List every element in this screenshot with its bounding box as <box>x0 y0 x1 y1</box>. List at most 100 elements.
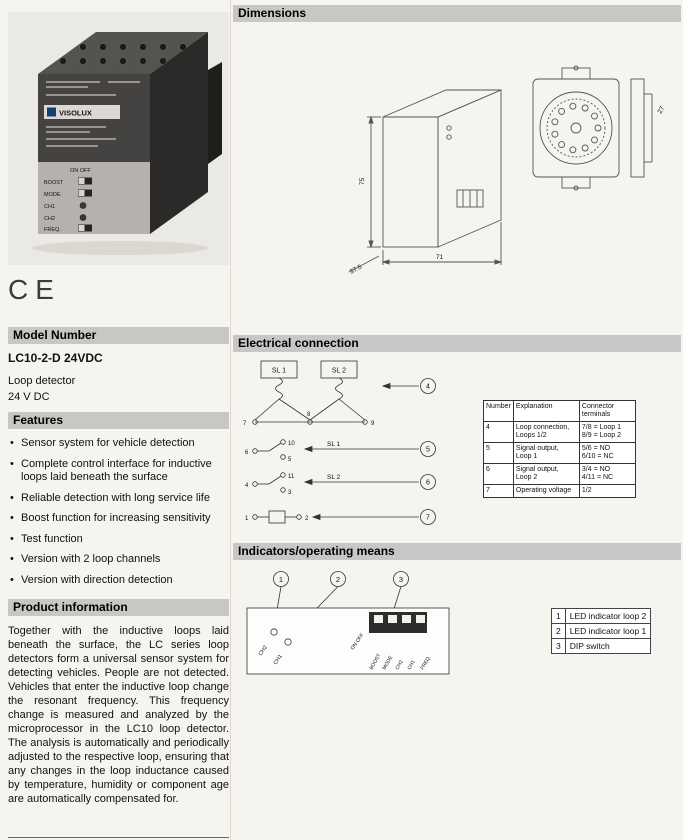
operating-panel <box>38 162 150 234</box>
panel-label-ch2: CH2 <box>44 216 55 222</box>
product-photo-illustration: VISOLUX ON OFF BOOST MODE CH1 CH2 FREQ. <box>8 12 229 265</box>
loop1-box-label: SL 1 <box>272 368 286 375</box>
table-row: 7 Operating voltage 1/2 <box>483 484 636 498</box>
dim-socket-label: 27 <box>657 105 667 115</box>
cell-number: 6 <box>483 463 514 485</box>
terminal-3: 3 <box>288 490 292 496</box>
product-info-header: Product information <box>8 599 229 616</box>
dimensions-section: 75 71 37.5 27 <box>233 22 681 320</box>
footer-rule <box>8 837 229 838</box>
terminal-6: 6 <box>245 450 249 456</box>
led1-label: CH1 <box>273 654 284 666</box>
model-supply: 24 V DC <box>8 391 50 403</box>
dip-toggle-3 <box>402 615 411 623</box>
terminal-1: 1 <box>245 516 249 522</box>
ch2-led <box>79 214 87 221</box>
brand-logo-icon <box>47 107 56 117</box>
cell-number: 7 <box>483 484 514 498</box>
dip-label-ch2: CH2 <box>395 659 405 671</box>
callout-1: 1 <box>279 575 283 584</box>
table-row: 5 Signal output, Loop 1 5/6 = NO 6/10 = … <box>483 442 636 464</box>
dimensions-header: Dimensions <box>233 5 681 22</box>
col-number: Number <box>483 400 514 422</box>
feature-item: Test function <box>8 533 229 547</box>
legend-label: LED indicator loop 1 <box>564 623 652 639</box>
led2-label: CH2 <box>258 645 269 657</box>
mode-switch <box>78 189 92 197</box>
terminal-screws <box>59 43 187 65</box>
terminal-11: 11 <box>288 474 295 480</box>
panel-label-boost: BOOST <box>44 180 64 186</box>
legend-label: DIP switch <box>564 638 652 654</box>
brand-strip <box>44 105 120 119</box>
panel-on-off-label: ON OFF <box>70 168 91 174</box>
callout-6: 6 <box>426 480 430 487</box>
switch2-label: SL 2 <box>327 474 341 481</box>
features-header: Features <box>8 412 229 429</box>
dim-depth-label: 71 <box>436 254 444 261</box>
freq-switch <box>78 224 92 232</box>
dip-label-ch1: CH1 <box>407 659 417 671</box>
panel-label-mode: MODE <box>44 192 61 198</box>
terminal-8: 8 <box>307 412 311 418</box>
cell-number: 4 <box>483 421 514 443</box>
terminal-2: 2 <box>305 516 309 522</box>
indicators-diagram: 1 2 3 CH2 CH1 ON OFF BOOST MODE CH2 CH1 … <box>246 571 450 675</box>
callout-3: 3 <box>399 575 403 584</box>
cell-terminals: 5/6 = NO 6/10 = NC <box>578 442 636 464</box>
product-info-text: Together with the inductive loops laid b… <box>8 625 229 805</box>
table-header-row: Number Explanation Connector terminals <box>483 400 636 422</box>
connection-table: Number Explanation Connector terminals 4… <box>483 400 636 498</box>
col-terminals: Connector terminals <box>578 400 636 422</box>
dip-switch-body <box>369 612 427 633</box>
dimensions-drawing: 75 71 37.5 27 <box>349 65 667 276</box>
dip-toggle-4 <box>416 615 425 623</box>
indicators-section: 1 2 3 CH2 CH1 ON OFF BOOST MODE CH2 CH1 … <box>233 560 681 830</box>
dip-toggle-2 <box>388 615 397 623</box>
terminal-10: 10 <box>288 441 295 447</box>
cell-explanation: Loop connection, Loops 1/2 <box>512 421 580 443</box>
brand-label: VISOLUX <box>59 109 92 118</box>
model-number-header: Model Number <box>8 327 229 344</box>
table-row: 6 Signal output, Loop 2 3/4 = NO 4/11 = … <box>483 463 636 485</box>
product-photo: VISOLUX ON OFF BOOST MODE CH1 CH2 FREQ. <box>8 12 229 265</box>
dip-toggle-1 <box>374 615 383 623</box>
legend-number: 3 <box>551 638 566 654</box>
legend-row: 3 DIP switch <box>551 638 652 654</box>
col-explanation: Explanation <box>512 400 580 422</box>
front-print-lines <box>46 81 140 147</box>
boost-switch <box>78 177 92 185</box>
indicators-header: Indicators/operating means <box>233 543 681 560</box>
cell-explanation: Signal output, Loop 2 <box>512 463 580 485</box>
legend-number: 2 <box>551 623 566 639</box>
boost-switch-knob <box>78 178 85 184</box>
left-column: VISOLUX ON OFF BOOST MODE CH1 CH2 FREQ. … <box>8 0 229 840</box>
feature-item: Version with direction detection <box>8 574 229 588</box>
feature-item: Version with 2 loop channels <box>8 553 229 567</box>
callout-5: 5 <box>426 447 430 454</box>
legend-row: 1 LED indicator loop 2 <box>551 608 652 624</box>
legend-number: 1 <box>551 608 566 624</box>
table-row: 4 Loop connection, Loops 1/2 7/8 = Loop … <box>483 421 636 443</box>
terminal-4: 4 <box>245 483 249 489</box>
feature-item: Boost function for increasing sensitivit… <box>8 512 229 526</box>
ce-mark: CE <box>8 274 61 305</box>
mode-switch-knob <box>78 190 85 196</box>
terminal-9: 9 <box>371 421 375 427</box>
cell-terminals: 7/8 = Loop 1 8/9 = Loop 2 <box>578 421 636 443</box>
indicators-legend: 1 LED indicator loop 2 2 LED indicator l… <box>551 608 652 654</box>
legend-row: 2 LED indicator loop 1 <box>551 623 652 639</box>
model-name: LC10-2-D 24VDC <box>8 351 103 365</box>
loop2-box-label: SL 2 <box>332 368 346 375</box>
cell-terminals: 3/4 = NO 4/11 = NC <box>578 463 636 485</box>
features-list: Sensor system for vehicle detection Comp… <box>8 437 229 587</box>
cell-number: 5 <box>483 442 514 464</box>
callout-4: 4 <box>426 384 430 391</box>
column-divider <box>230 0 231 840</box>
ch1-led <box>79 202 87 209</box>
electrical-section: SL 1 SL 2 7 8 9 6 10 5 SL 1 4 11 3 SL 2 … <box>233 352 681 537</box>
terminal-5: 5 <box>288 457 292 463</box>
cell-explanation: Operating voltage <box>512 484 580 498</box>
freq-switch-knob <box>78 225 85 231</box>
